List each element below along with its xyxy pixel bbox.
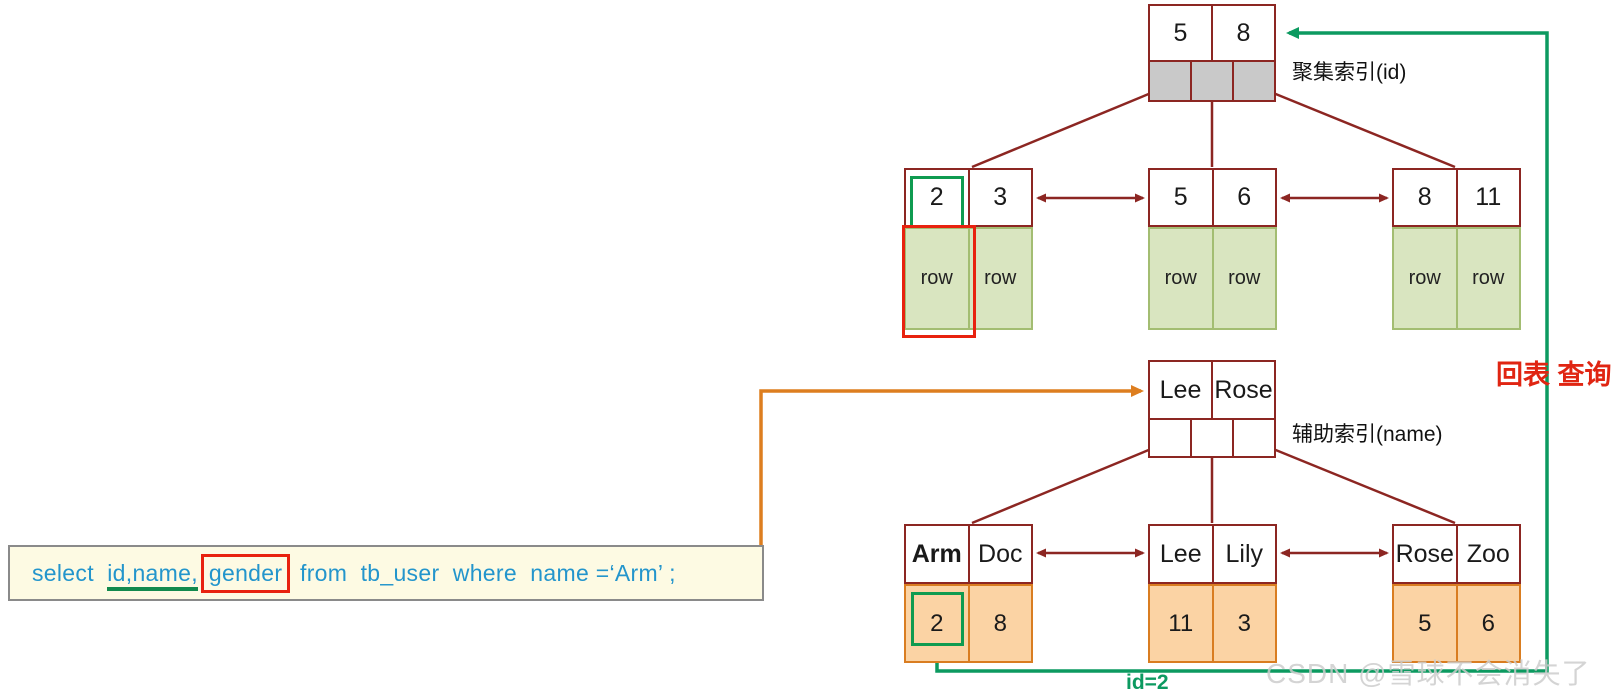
pointer-cell	[1190, 62, 1232, 100]
clustered-leaf-rows: row row	[904, 227, 1033, 330]
sql-query-box: select id,name,gender from tb_user where…	[8, 545, 764, 601]
secondary-id-2-highlight-box	[911, 592, 964, 646]
clustered-leaf-keys: 5 6	[1148, 168, 1277, 227]
secondary-root-keys: Lee Rose	[1148, 360, 1276, 420]
leaf-key-cell: 3	[967, 170, 1032, 225]
back-table-arrow	[935, 27, 1549, 673]
secondary-leaf-keys: Rose Zoo	[1392, 524, 1521, 584]
clustered-row-highlight-box	[902, 225, 976, 338]
leaf-key-cell: Arm	[911, 539, 962, 568]
secondary-root-key-cell: Lee	[1159, 375, 1202, 404]
pointer-cell	[1232, 420, 1274, 456]
secondary-root-pointer-row	[1148, 420, 1276, 458]
csdn-watermark: CSDN @雪球不会消失了	[1266, 658, 1591, 689]
row-data-cell: row	[1164, 267, 1197, 289]
secondary-index-label: 辅助索引(name)	[1292, 423, 1443, 446]
leaf-key-cell: 5	[1173, 183, 1188, 211]
row-data-cell: row	[1455, 229, 1520, 328]
leaf-key-cell: Zoo	[1455, 526, 1520, 582]
leaf-key-cell: 8	[1417, 183, 1432, 211]
leaf-key-cell: Rose	[1395, 539, 1454, 568]
id-data-cell: 8	[967, 586, 1032, 661]
row-data-cell: row	[1211, 229, 1276, 328]
id-data-cell: 2	[930, 609, 944, 637]
leaf-key-cell: Lee	[1159, 539, 1202, 568]
secondary-leaf-keys: Lee Lily	[1148, 524, 1277, 584]
id-data-cell: 6	[1455, 586, 1520, 661]
leaf-key-cell: Doc	[967, 526, 1032, 582]
leaf-key-cell: 2	[929, 183, 944, 211]
id-data-cell: 5	[1418, 609, 1432, 637]
secondary-leaf-ids: 2 8	[904, 584, 1033, 663]
id-data-cell: 11	[1168, 609, 1194, 637]
secondary-leaf-ids: 5 6	[1392, 584, 1521, 663]
secondary-leaf-keys: Arm Doc	[904, 524, 1033, 584]
pointer-cell	[1232, 62, 1274, 100]
clustered-root-pointer-row	[1148, 62, 1276, 102]
clustered-root-key-cell: 8	[1211, 6, 1274, 60]
clustered-root-key-cell: 5	[1173, 18, 1188, 47]
pointer-cell	[1150, 420, 1190, 456]
row-data-cell: row	[920, 267, 953, 289]
sql-query-text: select id,name,gender from tb_user where…	[32, 553, 676, 593]
secondary-root-key-cell: Rose	[1211, 362, 1274, 418]
leaf-key-cell: 11	[1455, 170, 1520, 225]
clustered-leaf-rows: row row	[1392, 227, 1521, 330]
id-data-cell: 3	[1211, 586, 1276, 661]
leaf-key-cell: Lily	[1211, 526, 1276, 582]
sql-select-keyword: select	[32, 559, 108, 586]
row-data-cell: row	[1408, 267, 1441, 289]
id-equals-label: id=2	[1126, 671, 1169, 694]
clustered-leaf-rows: row row	[1148, 227, 1277, 330]
clustered-index-label: 聚集索引(id)	[1292, 61, 1407, 84]
clustered-key-2-highlight-box	[910, 176, 964, 228]
pointer-cell	[1190, 420, 1232, 456]
clustered-root-keys: 5 8	[1148, 4, 1276, 62]
clustered-leaf-keys: 8 11	[1392, 168, 1521, 227]
pointer-cell	[1150, 62, 1190, 100]
back-table-query-label: 回表 查询	[1496, 360, 1612, 390]
leaf-key-cell: 6	[1211, 170, 1276, 225]
sql-gender-highlight-box: gender	[200, 553, 291, 593]
secondary-leaf-ids: 11 3	[1148, 584, 1277, 663]
row-data-cell: row	[967, 229, 1032, 328]
sql-underlined-columns: id,name,	[107, 559, 198, 591]
sql-tail: from tb_user where name =‘Arm’ ;	[293, 559, 676, 586]
